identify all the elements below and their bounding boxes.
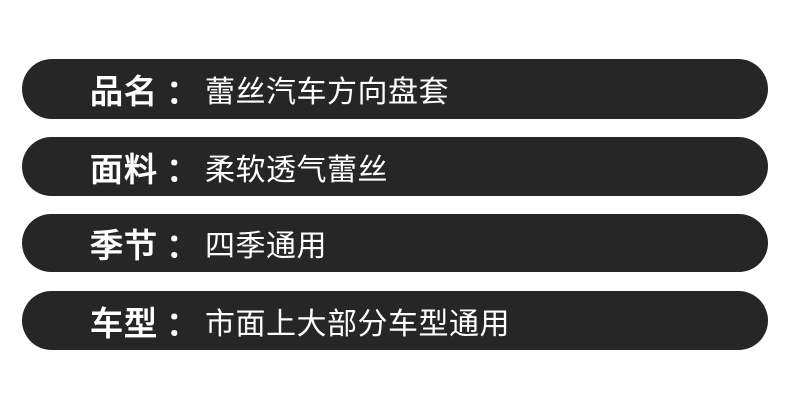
spec-list: 品名 ： 蕾丝汽车方向盘套 面料 ： 柔软透气蕾丝 季节 ： 四季通用 车型 ：… bbox=[22, 59, 768, 368]
spec-value: 市面上大部分车型通用 bbox=[205, 306, 510, 342]
spec-row-material: 面料 ： 柔软透气蕾丝 bbox=[22, 137, 768, 196]
spec-row-car-model: 车型 ： 市面上大部分车型通用 bbox=[22, 291, 768, 350]
spec-label: 面料 bbox=[90, 149, 158, 189]
spec-row-season: 季节 ： 四季通用 bbox=[22, 214, 768, 272]
spec-label: 车型 bbox=[90, 303, 158, 343]
spec-separator: ： bbox=[166, 72, 199, 111]
spec-value: 四季通用 bbox=[205, 229, 327, 264]
spec-separator: ： bbox=[166, 303, 199, 343]
spec-value: 柔软透气蕾丝 bbox=[205, 152, 388, 188]
spec-label: 品名 bbox=[90, 72, 158, 111]
spec-separator: ： bbox=[166, 149, 199, 189]
spec-label: 季节 bbox=[90, 226, 158, 265]
spec-value: 蕾丝汽车方向盘套 bbox=[205, 75, 449, 110]
spec-row-product-name: 品名 ： 蕾丝汽车方向盘套 bbox=[22, 59, 768, 119]
spec-separator: ： bbox=[166, 226, 199, 265]
